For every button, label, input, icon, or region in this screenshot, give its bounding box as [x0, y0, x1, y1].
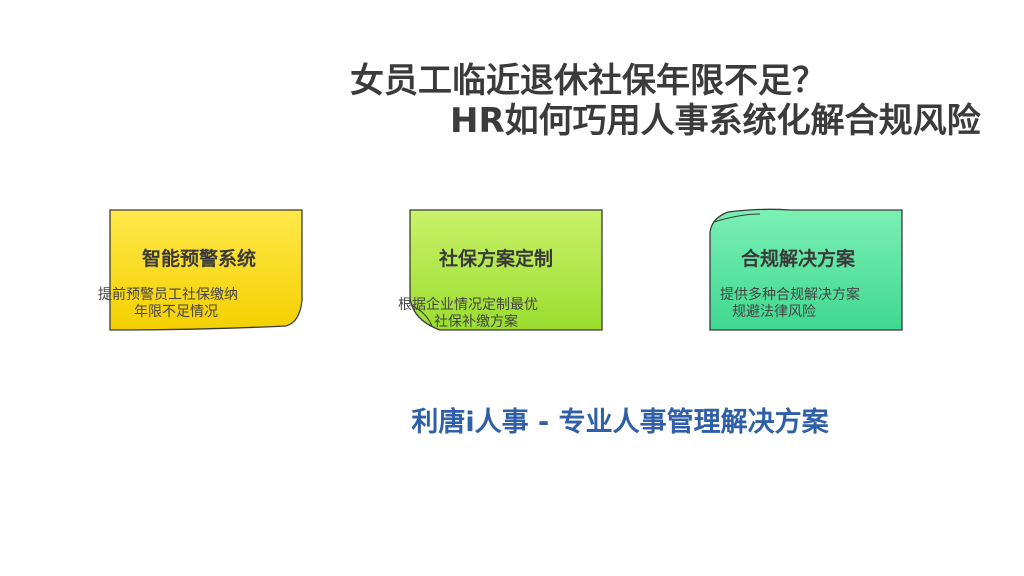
- card-2-desc-line-2: 社保补缴方案: [434, 314, 518, 330]
- footer-tagline: 利唐i人事 - 专业人事管理解决方案: [411, 407, 829, 438]
- card-3-shape: [709, 208, 903, 331]
- card-3-desc-line-2: 规避法律风险: [732, 304, 816, 320]
- card-1-shape: [109, 209, 303, 331]
- card-1-heading: 智能预警系统: [141, 248, 256, 270]
- card-3-heading: 合规解决方案: [740, 248, 855, 270]
- card-1-desc-line-2: 年限不足情况: [134, 304, 218, 320]
- card-2-desc-line-1: 根据企业情况定制最优: [398, 297, 538, 313]
- page-title-line-2: HR如何巧用人事系统化解合规风险: [450, 101, 981, 141]
- card-3-desc-line-1: 提供多种合规解决方案: [720, 287, 860, 303]
- card-3-curl: [713, 213, 761, 223]
- card-2-curl: [411, 305, 433, 327]
- card-1-desc-line-1: 提前预警员工社保缴纳: [98, 287, 238, 303]
- card-2-heading: 社保方案定制: [438, 248, 553, 270]
- page-title-line-1: 女员工临近退休社保年限不足？: [350, 61, 826, 101]
